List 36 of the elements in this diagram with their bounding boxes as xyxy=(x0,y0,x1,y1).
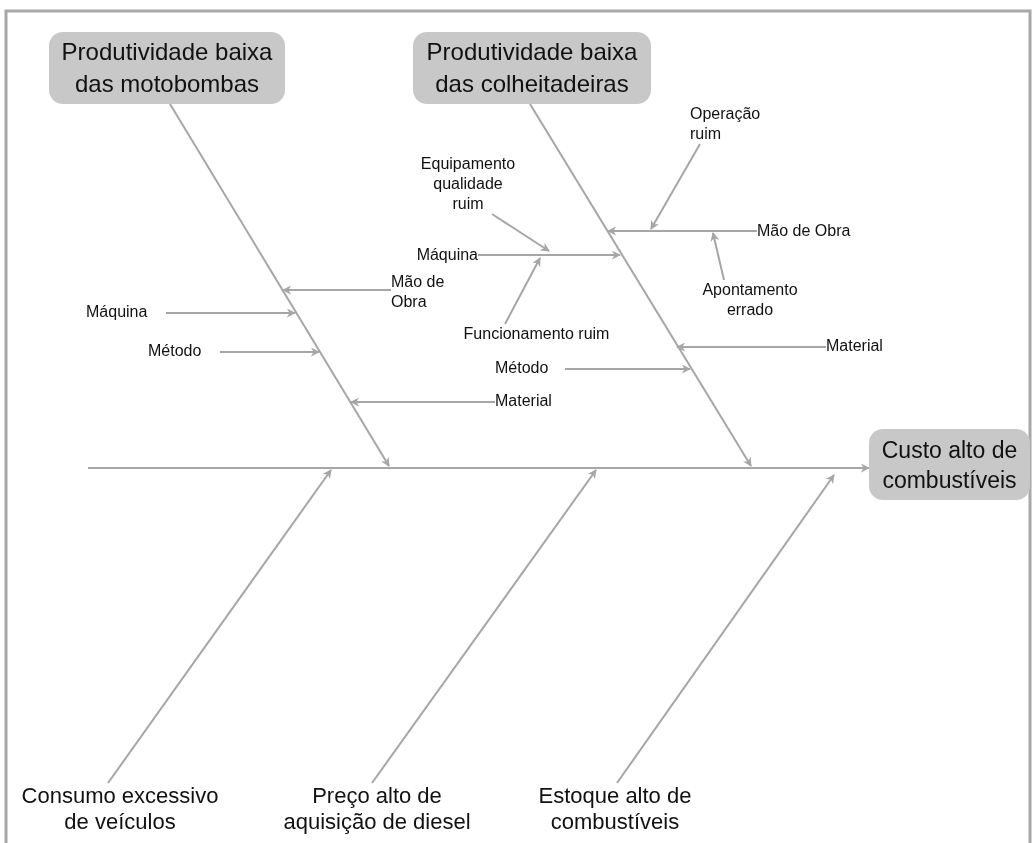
cause-label: Método xyxy=(148,341,220,361)
cause-label: Mão de Obra xyxy=(757,221,867,241)
cause-label: Funcionamento ruim xyxy=(444,324,629,344)
arrow xyxy=(650,143,701,230)
arrow xyxy=(504,257,541,325)
cause-label: Estoque alto de combustíveis xyxy=(515,783,715,837)
cause-label: Máquina xyxy=(86,302,166,322)
cause-label: Material xyxy=(495,391,580,411)
cause-label: Apontamento errado xyxy=(690,280,810,320)
arrow xyxy=(350,397,496,407)
arrow xyxy=(87,463,870,473)
arrow xyxy=(710,232,725,281)
arrow xyxy=(282,285,392,295)
cause-label: Método xyxy=(495,358,565,378)
arrow xyxy=(169,103,390,467)
category-box: Produtividade baixa das colheitadeiras xyxy=(413,32,651,104)
arrow xyxy=(564,364,691,374)
arrow xyxy=(219,347,320,357)
cause-label: Operação ruim xyxy=(690,104,780,144)
cause-label: Preço alto de aquisição de diesel xyxy=(282,783,472,837)
arrow xyxy=(107,469,332,784)
category-box: Produtividade baixa das motobombas xyxy=(49,32,285,104)
cause-label: Mão de Obra xyxy=(391,272,451,312)
cause-label: Equipamento qualidade ruim xyxy=(418,154,518,214)
arrow xyxy=(616,474,835,784)
arrow xyxy=(529,103,752,467)
arrow xyxy=(607,226,758,236)
arrow xyxy=(165,308,296,318)
effect-box: Custo alto de combustíveis xyxy=(869,429,1030,500)
arrow xyxy=(491,213,550,252)
cause-label: Máquina xyxy=(398,245,478,265)
arrow xyxy=(477,250,621,260)
arrow xyxy=(371,469,597,784)
cause-label: Consumo excessivo de veículos xyxy=(20,783,220,837)
arrow xyxy=(676,342,827,352)
cause-label: Material xyxy=(826,336,906,356)
